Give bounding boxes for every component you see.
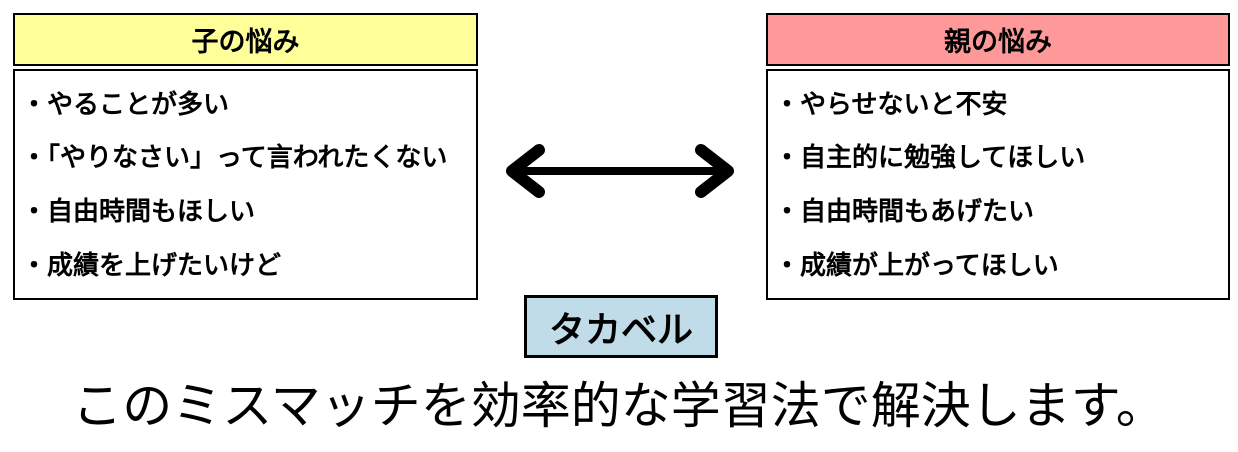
list-item: ・自由時間もあげたい — [774, 196, 1035, 227]
parent-worries-list: ・やらせないと不安 ・自主的に勉強してほしい ・自由時間もあげたい ・成績が上が… — [766, 69, 1230, 300]
brand-label: タカベル — [548, 308, 693, 350]
double-arrow-icon — [503, 141, 737, 201]
child-worries-header: 子の悩み — [13, 13, 478, 66]
list-item: ・自由時間もほしい — [21, 196, 256, 227]
footer-message: このミスマッチを効率的な学習法で解決します。 — [72, 378, 1166, 434]
parent-worries-box: 親の悩み ・やらせないと不安 ・自主的に勉強してほしい ・自由時間もあげたい ・… — [766, 13, 1230, 300]
parent-worries-title: 親の悩み — [944, 27, 1052, 57]
child-worries-title: 子の悩み — [191, 27, 300, 57]
child-worries-list: ・やることが多い ・「やりなさい」って言われたくない ・自由時間もほしい ・成績… — [13, 69, 478, 300]
list-item: ・成績が上がってほしい — [774, 249, 1059, 280]
parent-worries-header: 親の悩み — [766, 13, 1230, 66]
list-item: ・やらせないと不安 — [774, 88, 1008, 119]
child-worries-box: 子の悩み ・やることが多い ・「やりなさい」って言われたくない ・自由時間もほし… — [13, 13, 478, 300]
list-item: ・自主的に勉強してほしい — [774, 142, 1086, 173]
list-item: ・やることが多い — [21, 88, 230, 119]
list-item: ・「やりなさい」って言われたくない — [21, 142, 448, 173]
brand-label-box: タカベル — [524, 295, 718, 358]
list-item: ・成績を上げたいけど — [21, 249, 282, 280]
